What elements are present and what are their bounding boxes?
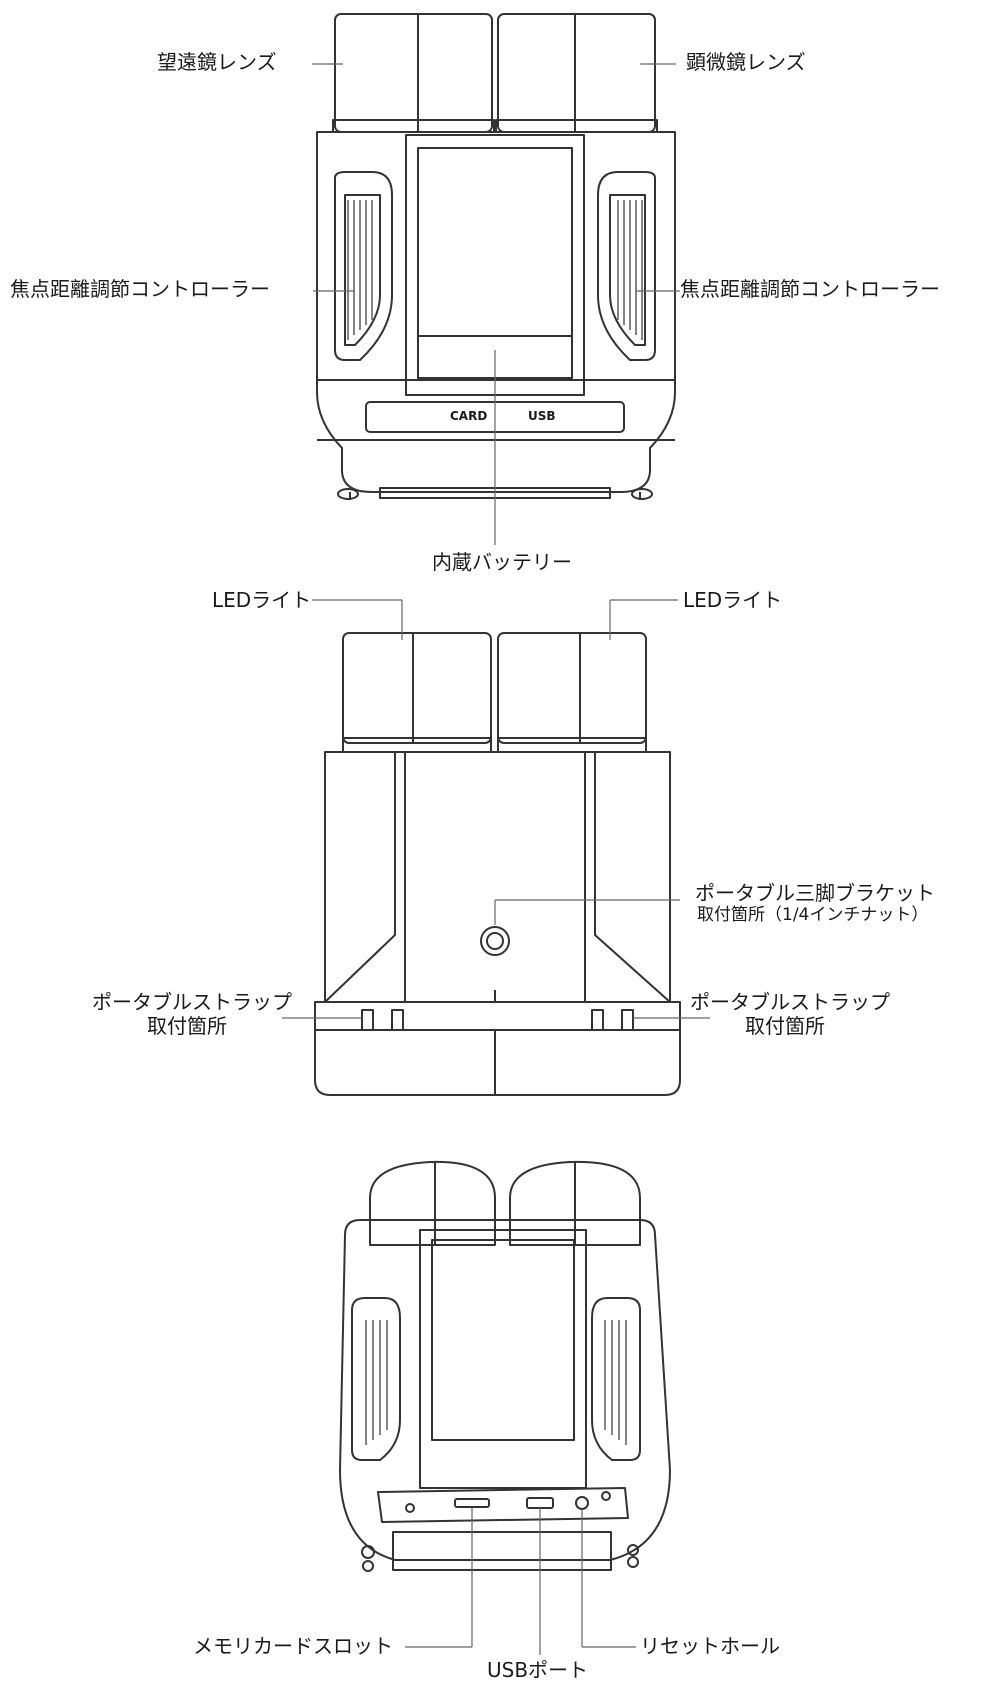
rear-battery [419, 1229, 587, 1489]
strap-right-label: ポータブルストラップ [690, 990, 890, 1014]
body-outline [316, 131, 676, 493]
focus-controller-right-label: 焦点距離調節コントローラー [680, 277, 940, 301]
reset-hole-label: リセットホール [640, 1634, 780, 1658]
strap-left-sub-label: 取付箇所 [147, 1014, 227, 1038]
usb-port-text: USB [528, 409, 556, 423]
leader-lines [282, 63, 710, 1655]
handle-left [334, 171, 393, 361]
strap-left-label: ポータブルストラップ [92, 990, 292, 1014]
tripod-mount-sub-label: 取付箇所（1/4インチナット） [697, 905, 929, 925]
telescope-lens-shape [334, 13, 493, 133]
memory-card-slot-label: メモリカードスロット [193, 1634, 393, 1658]
led-light-left-label: LEDライト [212, 588, 312, 612]
rear-screen [392, 1531, 612, 1571]
led-lens-left [342, 632, 492, 744]
battery-label: 内蔵バッテリー [432, 550, 572, 574]
port-panel [377, 1487, 629, 1523]
handle-right [597, 171, 656, 361]
microscope-lens-shape [497, 13, 656, 133]
led-lens-right [497, 632, 647, 744]
rear-lens-left [369, 1160, 496, 1246]
bottom-view-drawing [339, 1160, 671, 1572]
led-light-right-label: LEDライト [683, 588, 783, 612]
card-slot-shape [454, 1498, 490, 1508]
focus-controller-left-label: 焦点距離調節コントローラー [10, 277, 270, 301]
telescope-lens-label: 望遠鏡レンズ [157, 50, 277, 74]
strap-right-sub-label: 取付箇所 [745, 1014, 825, 1038]
reset-hole-shape [575, 1496, 589, 1510]
middle-view-drawing [314, 632, 681, 1096]
usb-port-label: USBポート [487, 1658, 589, 1682]
usb-port-shape [526, 1497, 554, 1509]
rear-body [339, 1219, 671, 1561]
strap-slot [361, 1009, 374, 1031]
microscope-lens-label: 顕微鏡レンズ [686, 50, 806, 74]
card-port-label: CARD [450, 409, 488, 423]
rear-lens-right [509, 1160, 641, 1246]
middle-body [324, 751, 671, 1003]
tripod-nut-shape [480, 926, 510, 956]
tripod-mount-label: ポータブル三脚ブラケット [695, 881, 935, 905]
top-view-drawing [316, 13, 676, 500]
